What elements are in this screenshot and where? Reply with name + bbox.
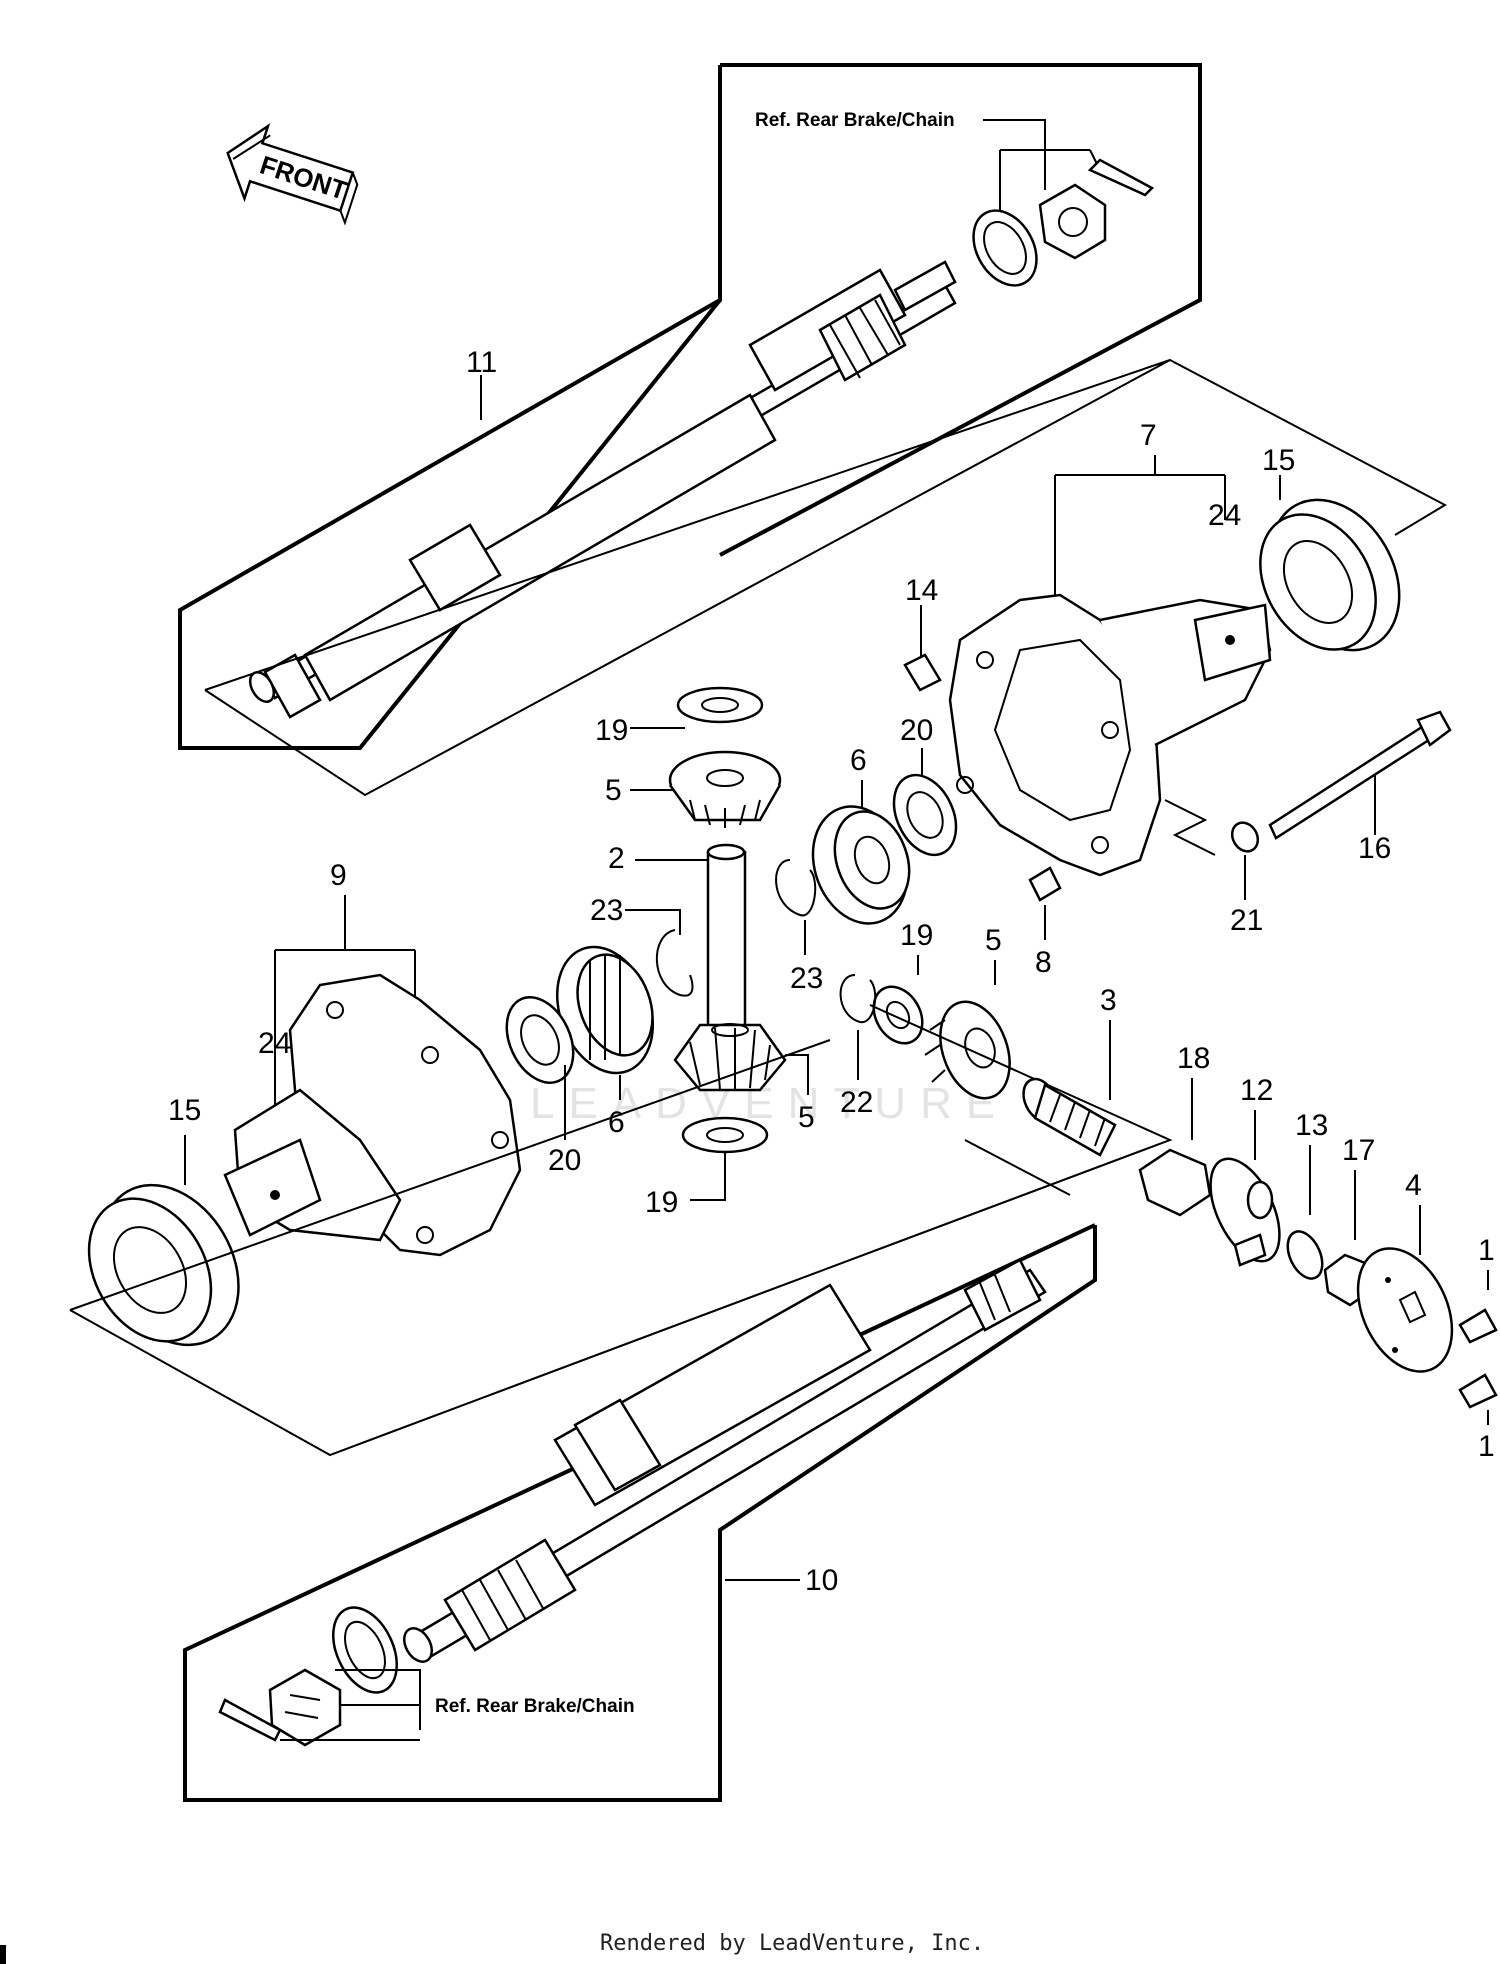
thrust-washer-19-top (676, 686, 764, 724)
pinion-gear-5-top (668, 750, 782, 828)
callout-10: 10 (805, 1564, 838, 1597)
callout-3: 3 (1100, 984, 1117, 1017)
callout-17: 17 (1342, 1134, 1375, 1167)
callout-22: 22 (840, 1086, 873, 1119)
callout-14: 14 (905, 574, 938, 607)
cover-plate-4 (1356, 1247, 1454, 1373)
castle-nut-top (1038, 183, 1107, 260)
circlip-23-right (775, 859, 817, 917)
leader-23a (625, 909, 681, 935)
axle-washer-bottom (332, 1606, 398, 1694)
callout-6a: 6 (850, 744, 867, 777)
cotter-pin-bottom (218, 1698, 282, 1742)
callout-18: 18 (1177, 1042, 1210, 1075)
ref-top-label: Ref. Rear Brake/Chain (755, 110, 955, 131)
thrust-washer-20-right (892, 773, 958, 857)
thrust-washer-20-left (505, 996, 575, 1084)
leader-7 (1054, 455, 1226, 620)
callout-21: 21 (1230, 904, 1263, 937)
leader-9 (274, 895, 416, 1110)
oil-seal-15-left (87, 1183, 240, 1347)
thrust-washer-19-bottom (681, 1116, 769, 1154)
bolt-1-top (1458, 1308, 1498, 1344)
callout-5b: 5 (985, 924, 1002, 957)
callout-7: 7 (1140, 419, 1157, 452)
ref-top-leader (983, 119, 1101, 210)
differential-housing-7 (948, 593, 1272, 877)
bevel-gear-shaft-3 (1022, 1077, 1117, 1157)
washer-21 (1230, 821, 1260, 853)
lock-washer-13 (1286, 1230, 1324, 1280)
pinion-gear-5-bottom (673, 1023, 787, 1092)
ref-bottom-label: Ref. Rear Brake/Chain (435, 1696, 635, 1717)
callout-24a: 24 (1208, 499, 1241, 532)
callout-15b: 15 (168, 1094, 201, 1127)
differential-housing-9 (223, 973, 522, 1257)
frame-top-right (719, 115, 1202, 557)
pinion-shaft-2 (706, 843, 747, 1037)
footer-credit: Rendered by LeadVenture, Inc. (600, 1931, 984, 1956)
callout-13: 13 (1295, 1109, 1328, 1142)
callout-9: 9 (330, 859, 347, 892)
callout-4: 4 (1405, 1169, 1422, 1202)
cotter-pin-top (1087, 158, 1155, 197)
front-arrow: FRONT (226, 123, 359, 226)
callout-20a: 20 (900, 714, 933, 747)
breather-14 (903, 653, 942, 692)
axle-shaft-10 (403, 1258, 1047, 1663)
callout-8: 8 (1035, 946, 1052, 979)
thrust-washer-19-mid (872, 985, 924, 1045)
circlip-23-left (655, 929, 694, 997)
long-bolt-16 (1268, 710, 1452, 840)
axle-washer-top (972, 209, 1038, 287)
axle-shaft-11 (248, 260, 957, 719)
callout-19c: 19 (645, 1186, 678, 1219)
callout-23a: 23 (590, 894, 623, 927)
callout-11: 11 (466, 346, 497, 379)
callout-5a: 5 (605, 774, 622, 807)
callout-24b: 24 (258, 1027, 291, 1060)
flange-collar-12 (1209, 1157, 1281, 1267)
callout-2: 2 (608, 842, 625, 875)
oil-seal-15-right (1259, 498, 1401, 652)
leader-5c (785, 1054, 809, 1095)
pinion-gear-5-right (924, 1000, 1011, 1100)
callout-20b: 20 (548, 1144, 581, 1177)
castle-nut-bottom (268, 1668, 342, 1747)
callout-1a: 1 (1478, 1234, 1495, 1267)
circlip-22 (839, 974, 877, 1024)
callout-16: 16 (1358, 832, 1391, 865)
callout-23b: 23 (790, 962, 823, 995)
dashed-guide-21 (1164, 799, 1216, 856)
callout-19a: 19 (595, 714, 628, 747)
edge-mark (0, 1945, 6, 1964)
callout-5c: 5 (798, 1101, 815, 1134)
callout-1b: 1 (1478, 1430, 1495, 1463)
ref-bottom-leader (280, 1669, 421, 1741)
dowel-pin-8 (1028, 866, 1062, 902)
callout-6b: 6 (608, 1106, 625, 1139)
side-gear-6-right (811, 805, 911, 925)
side-gear-6-left (555, 945, 655, 1075)
leader-19c (690, 1152, 726, 1201)
bolt-1-bottom (1458, 1373, 1498, 1409)
dashed-guide-top (204, 358, 1448, 797)
callout-19b: 19 (900, 919, 933, 952)
callout-12: 12 (1240, 1074, 1273, 1107)
nut-18 (1138, 1148, 1212, 1217)
dashed-guide-bottom (69, 1004, 1173, 1457)
callout-15a: 15 (1262, 444, 1295, 477)
